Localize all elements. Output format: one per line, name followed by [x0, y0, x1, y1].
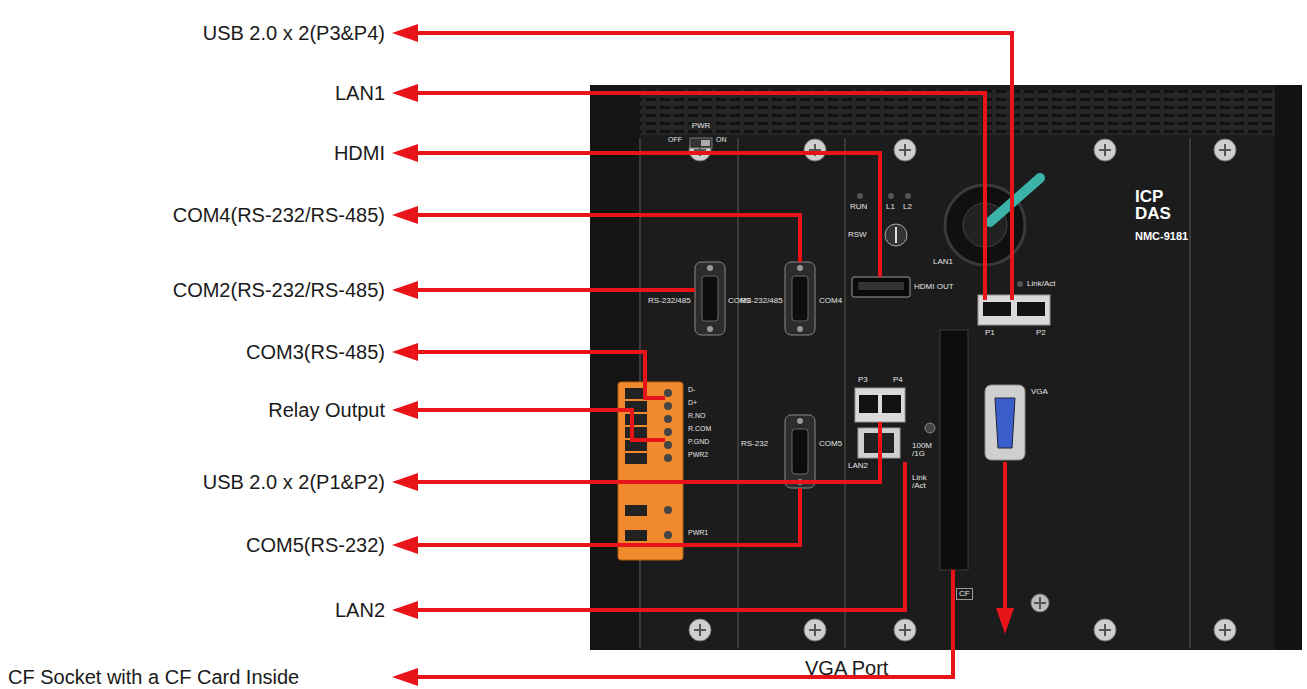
panel-marking: COM5	[819, 440, 842, 448]
db9-connector	[695, 262, 725, 335]
panel-marking: RS-232/485	[648, 297, 691, 305]
callout-label: CF Socket with a CF Card Inside	[8, 667, 299, 687]
panel-marking: PWR1	[688, 529, 708, 536]
lan1-connector	[945, 178, 1040, 265]
panel-marking: NMC-9181	[1135, 231, 1188, 242]
arrowheads	[392, 24, 1014, 686]
callout-label: USB 2.0 x 2(P3&P4)	[203, 23, 385, 43]
panel-marking: RS-232	[741, 440, 768, 448]
hdmi-port	[852, 277, 910, 297]
panel-marking: VGA	[1031, 388, 1048, 396]
panel-marking: R.NO	[688, 412, 706, 419]
vent-grille	[640, 90, 1275, 135]
callout-label: LAN1	[335, 83, 385, 103]
vga-port	[985, 385, 1025, 460]
panel-marking: RS-232/485	[740, 297, 783, 305]
callout-label: VGA Port	[805, 658, 888, 678]
callout-label: LAN2	[335, 600, 385, 620]
panel-marking: LAN1	[933, 258, 953, 266]
usb-ports	[855, 388, 905, 422]
panel-marking: D+	[688, 399, 697, 406]
panel-marking: P2	[1036, 329, 1046, 337]
panel-marking: P4	[893, 376, 903, 384]
panel-marking: P1	[985, 329, 995, 337]
callout-label: USB 2.0 x 2(P1&P2)	[203, 472, 385, 492]
panel-marking: ON	[716, 136, 727, 143]
panel-marking: Link /Act	[912, 474, 938, 490]
panel-marking: CF	[956, 588, 973, 600]
ground-screw	[1031, 594, 1049, 612]
panel-marking: RSW	[848, 231, 867, 239]
panel-marking: R.COM	[688, 425, 711, 432]
panel-marking: RUN	[850, 203, 867, 211]
panel-marking: L1	[886, 203, 895, 211]
panel-marking: OFF	[668, 136, 682, 143]
panel-marking: ICP DAS	[1135, 188, 1175, 222]
chassis	[590, 85, 1302, 650]
panel-marking: P.GND	[688, 438, 709, 445]
cf-slot	[940, 330, 968, 570]
panel-marking: 100M /1G	[912, 442, 938, 458]
callout-label: HDMI	[334, 143, 385, 163]
callout-label: COM5(RS-232)	[246, 535, 385, 555]
db9-connector	[785, 262, 815, 335]
side-plate	[590, 85, 640, 650]
callout-label: COM3(RS-485)	[246, 342, 385, 362]
callout-label: COM4(RS-232/RS-485)	[173, 205, 385, 225]
panel-marking: COM4	[819, 297, 842, 305]
panel-marking: PWR	[692, 122, 711, 130]
panel-marking: Link/Act	[1027, 280, 1055, 288]
callout-label: Relay Output	[268, 400, 385, 420]
side-plate	[1275, 85, 1302, 650]
panel-marking: HDMI OUT	[914, 283, 954, 291]
power-switch	[690, 138, 712, 148]
callout-label: COM2(RS-232/RS-485)	[173, 280, 385, 300]
db9-connector	[785, 415, 815, 488]
leader-lines	[416, 33, 1012, 677]
panel-marking: D-	[688, 386, 695, 393]
panel-marking: PWR2	[688, 451, 708, 458]
panel-marking: LAN2	[848, 462, 868, 470]
panel-marking: P3	[858, 376, 868, 384]
panel-marking: L2	[903, 203, 912, 211]
